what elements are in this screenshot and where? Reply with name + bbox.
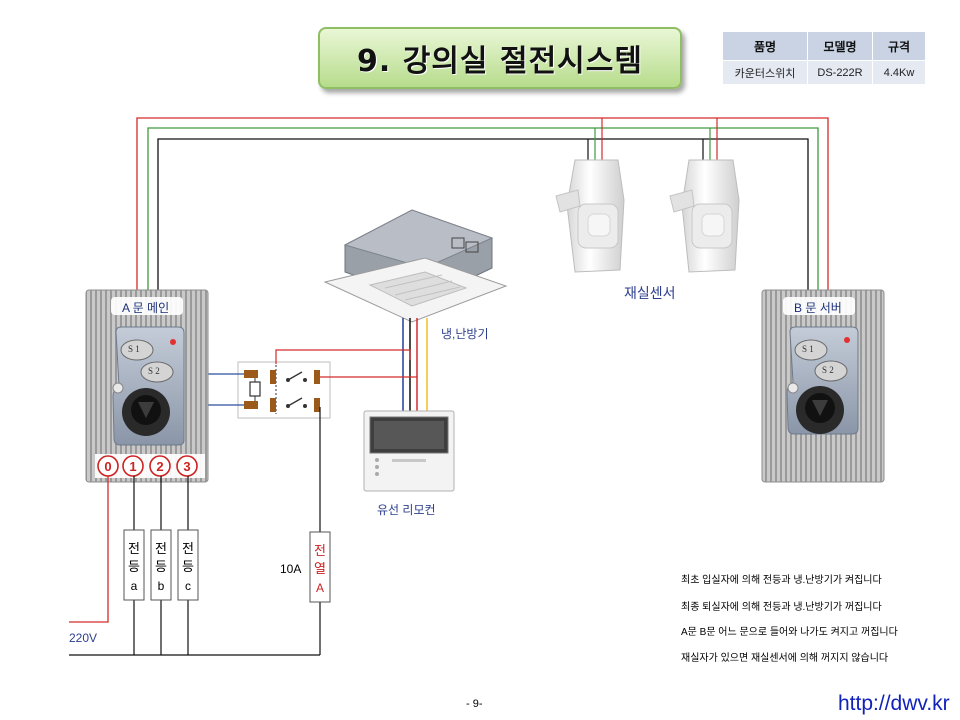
title-banner: 9. 강의실 절전시스템: [318, 27, 682, 89]
spec-header-model: 모델명: [807, 31, 873, 61]
s2-label-b: S 2: [822, 365, 834, 375]
switch-b-label: B 문 서버: [794, 301, 842, 315]
load-heater-bottom: A: [316, 581, 324, 595]
load-a-top: 전: [128, 541, 140, 556]
page-number: - 9-: [466, 698, 483, 710]
green-wire: [147, 127, 819, 290]
s1-label-b: S 1: [802, 344, 814, 354]
counter-switch-b: [761, 289, 885, 483]
s1-button-b[interactable]: [794, 339, 828, 361]
ceiling-aircon-unit: [323, 209, 508, 323]
load-lamp-c: 전 등 c: [177, 529, 199, 601]
load-b-top: 전: [155, 541, 167, 556]
terminal-3: [176, 455, 198, 477]
s2-button-b[interactable]: [814, 360, 848, 382]
spec-value-rating: 4.4Kw: [872, 60, 926, 85]
page-title: 9. 강의실 절전시스템: [357, 44, 643, 79]
s1-button[interactable]: [120, 339, 154, 361]
load-c-mid: 등: [182, 559, 194, 574]
breaker-rating-label: 10A: [280, 562, 302, 576]
sensor-label: 재실센서: [624, 285, 676, 301]
load-heater-top: 전: [314, 543, 326, 558]
load-c-top: 전: [182, 541, 194, 556]
remote-label: 유선 리모컨: [377, 503, 436, 517]
s2-label-a: S 2: [148, 366, 160, 376]
spec-data-row: 카운터스위치 DS-222R 4.4Kw: [722, 60, 926, 85]
load-lamp-a: 전 등 a: [123, 529, 145, 601]
load-a-mid: 등: [128, 559, 140, 574]
spec-header-rating: 규격: [872, 31, 926, 61]
terminal-1: [122, 455, 144, 477]
note-1: 최초 입실자에 의해 전등과 냉.난방기가 켜집니다: [681, 575, 882, 586]
load-c-bottom: c: [185, 579, 191, 593]
note-2: 최종 퇴실자에 의해 전등과 냉.난방기가 꺼집니다: [681, 602, 882, 613]
switch-a-label: A 문 메인: [122, 301, 170, 315]
spec-table: 품명 모델명 규격 카운터스위치 DS-222R 4.4Kw: [722, 31, 926, 85]
top-wires: [136, 117, 829, 290]
occupancy-sensor-1: [555, 159, 625, 273]
terminal-block-a: 0 1 2 3: [97, 455, 198, 477]
aircon-label: 냉,난방기: [441, 327, 489, 341]
load-wiring: [69, 476, 320, 656]
wired-remote-controller: [363, 410, 455, 492]
load-b-bottom: b: [158, 579, 165, 593]
terminal-label-0: 0: [104, 459, 111, 474]
supply-voltage-label: 220V: [69, 631, 98, 645]
load-a-bottom: a: [131, 579, 138, 593]
s1-label-a: S 1: [128, 344, 140, 354]
red-wire: [136, 117, 829, 290]
note-4: 재실자가 있으면 재실센서에 의해 꺼지지 않습니다: [681, 653, 889, 664]
terminal-2: [149, 455, 171, 477]
website-link[interactable]: http://dwv.kr: [838, 692, 950, 715]
counter-switch-a: [85, 289, 209, 483]
terminal-label-2: 2: [156, 459, 163, 474]
occupancy-sensor-2: [669, 159, 740, 273]
terminal-label-1: 1: [129, 459, 136, 474]
note-3: A문 B문 어느 문으로 들어와 나가도 켜지고 꺼집니다: [681, 627, 898, 638]
s2-button[interactable]: [140, 361, 174, 383]
load-b-mid: 등: [155, 559, 167, 574]
black-wire: [157, 138, 809, 290]
load-lamp-b: 전 등 b: [150, 529, 172, 601]
load-heater-a: 전 열 A: [309, 531, 331, 603]
load-heater-mid: 열: [314, 561, 326, 576]
terminal-label-3: 3: [183, 459, 190, 474]
relay-box: [207, 349, 417, 655]
